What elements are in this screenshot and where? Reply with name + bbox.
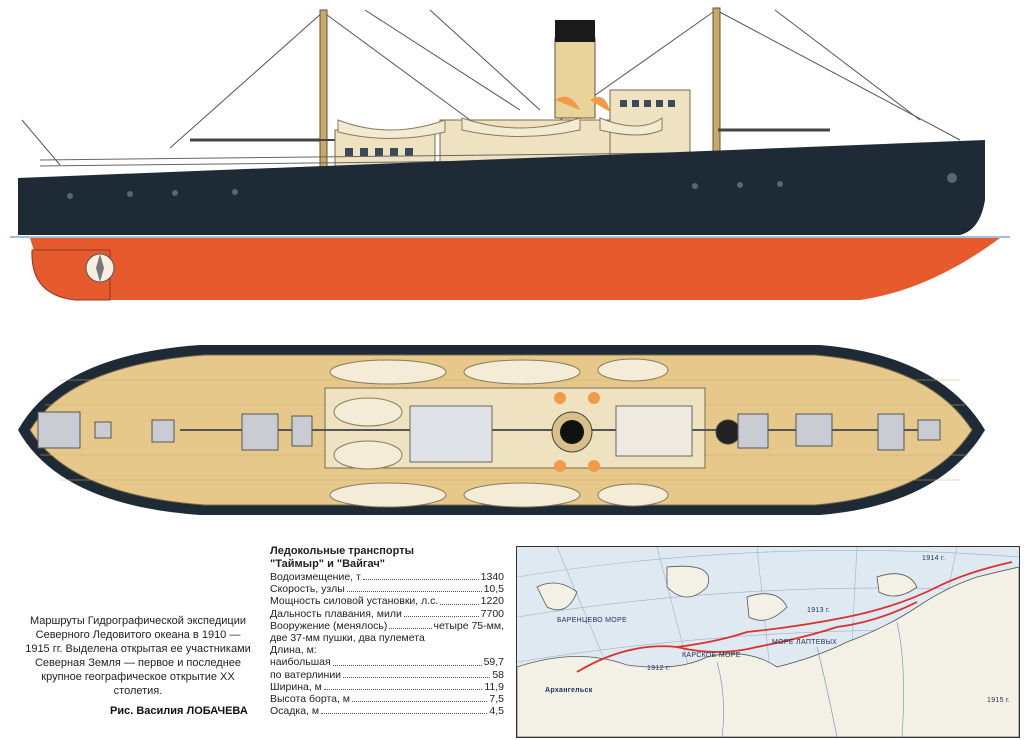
map-label-kara: КАРСКОЕ МОРЕ xyxy=(682,652,741,659)
spec-value: 1220 xyxy=(480,595,504,608)
spec-leader-dots xyxy=(343,669,491,678)
spec-label: Ширина, м xyxy=(270,680,322,693)
spec-value: 59,7 xyxy=(483,656,504,669)
spec-row: Длина, м: xyxy=(270,644,504,656)
spec-leader-dots xyxy=(352,693,488,703)
spec-label: Высота борта, м xyxy=(270,693,351,706)
spec-row: Мощность силовой установки, л.с. 1220 xyxy=(270,595,504,607)
spec-label: Водоизмещение, т xyxy=(270,571,361,583)
spec-value: 10,5 xyxy=(483,583,504,596)
route-map: БАРЕНЦЕВО МОРЕ КАРСКОЕ МОРЕ МОРЕ ЛАПТЕВЫ… xyxy=(516,546,1020,738)
map-label-1915: 1915 г. xyxy=(987,697,1011,704)
map-label-1912: 1912 г. xyxy=(647,665,671,672)
spec-row: по ватерлинии 58 xyxy=(270,669,504,681)
spec-row: Скорость, узлы 10,5 xyxy=(270,583,504,595)
spec-row: Вооружение (менялось) четыре 75-мм, xyxy=(270,620,504,632)
specs-title-line2: "Таймыр" и "Вайгач" xyxy=(270,558,385,570)
spec-row: Высота борта, м 7,5 xyxy=(270,693,504,705)
spec-leader-dots xyxy=(403,608,479,617)
spec-value: четыре 75-мм, xyxy=(433,619,504,632)
spec-value: 1340 xyxy=(480,571,504,583)
spec-leader-dots xyxy=(389,620,432,630)
spec-label: Мощность силовой установки, л.с. xyxy=(270,595,439,608)
spec-label: Скорость, узлы xyxy=(270,583,345,596)
spec-leader-dots xyxy=(323,681,483,691)
spec-label: Вооружение (менялось) xyxy=(270,619,388,632)
spec-row: наибольшая 59,7 xyxy=(270,656,504,668)
spec-row: две 37-мм пушки, два пулемета xyxy=(270,632,504,644)
spec-row: Осадка, м 4,5 xyxy=(270,705,504,717)
spec-leader-dots xyxy=(332,656,482,666)
spec-label: две 37-мм пушки, два пулемета xyxy=(270,632,425,645)
map-label-1913: 1913 г. xyxy=(807,607,831,614)
ship-illustration xyxy=(10,7,1010,515)
spec-value: 58 xyxy=(492,668,504,681)
spec-label: по ватерлинии xyxy=(270,668,342,681)
spec-label: Осадка, м xyxy=(270,705,320,718)
spec-leader-dots xyxy=(346,583,482,593)
map-label-laptev: МОРЕ ЛАПТЕВЫХ xyxy=(772,639,838,646)
map-label-barents: БАРЕНЦЕВО МОРЕ xyxy=(557,617,627,624)
spec-leader-dots xyxy=(321,705,488,715)
spec-value: 7,5 xyxy=(489,693,504,706)
spec-leader-dots xyxy=(440,595,479,605)
map-label-arkhangelsk: Архангельск xyxy=(545,687,593,694)
ship-deck-view xyxy=(18,345,985,515)
illustration-credit: Рис. Василия ЛОБАЧЕВА xyxy=(110,705,248,717)
caption-text: Маршруты Гидрографической экспедиции Сев… xyxy=(25,615,251,697)
spec-row: Водоизмещение, т 1340 xyxy=(270,571,504,583)
specs-title-line1: Ледокольные транспорты xyxy=(270,545,415,557)
ship-side-view xyxy=(10,7,1010,301)
spec-label: Дальность плавания, мили xyxy=(270,607,402,620)
map-label-1914: 1914 г. xyxy=(922,555,946,562)
spec-leader-dots xyxy=(362,571,479,581)
spec-value: 7700 xyxy=(480,607,504,620)
spec-value: 11,9 xyxy=(484,680,504,693)
spec-row: Дальность плавания, мили 7700 xyxy=(270,608,504,620)
spec-value: 4,5 xyxy=(489,705,504,718)
specifications-table: Ледокольные транспорты "Таймыр" и "Вайга… xyxy=(270,545,504,717)
spec-label: Длина, м: xyxy=(270,644,317,657)
spec-label: наибольшая xyxy=(270,656,331,669)
spec-row: Ширина, м 11,9 xyxy=(270,681,504,693)
map-graphic xyxy=(517,547,1019,737)
